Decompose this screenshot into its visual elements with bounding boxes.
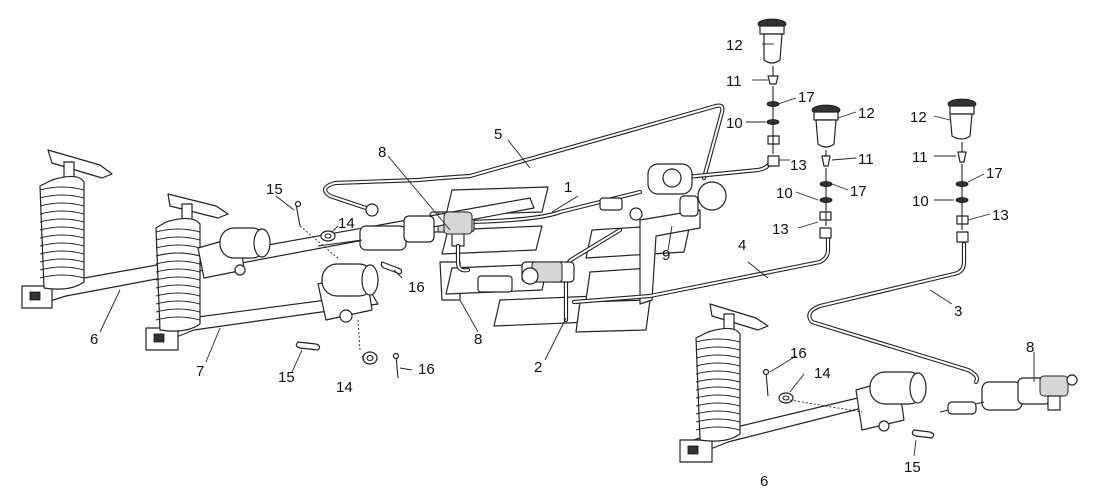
callout-10-a: 10 xyxy=(726,115,743,132)
callout-16-c: 16 xyxy=(790,345,807,362)
callout-9: 9 xyxy=(662,247,670,264)
callout-10-c: 10 xyxy=(912,193,929,210)
callout-7: 7 xyxy=(196,363,204,380)
reservoir-stack-c xyxy=(947,98,977,243)
callout-labels: 1 2 3 4 5 6 6 7 8 8 8 9 10 10 10 11 11 1… xyxy=(90,37,1034,490)
master-cylinder-8-left xyxy=(317,203,473,251)
callout-17-b: 17 xyxy=(850,183,867,200)
callout-6-left: 6 xyxy=(90,331,98,348)
fasteners-lower-left xyxy=(295,319,400,379)
callout-12-b: 12 xyxy=(858,105,875,122)
tee-fitting-center xyxy=(599,163,727,221)
callout-13-c: 13 xyxy=(992,207,1009,224)
callout-14-c: 14 xyxy=(814,365,831,382)
callout-1: 1 xyxy=(564,179,572,196)
reservoir-stack-a xyxy=(757,18,787,167)
callout-6-right: 6 xyxy=(760,473,768,490)
pedal-6-right xyxy=(679,303,927,463)
master-cylinder-center-lower xyxy=(477,261,575,293)
leader-lines xyxy=(99,43,1035,457)
callout-15-b: 15 xyxy=(278,369,295,386)
callout-8-left: 8 xyxy=(378,144,386,161)
callout-16-a: 16 xyxy=(408,279,425,296)
callout-12-c: 12 xyxy=(910,109,927,126)
callout-8-center: 8 xyxy=(474,331,482,348)
callout-17-a: 17 xyxy=(798,89,815,106)
callout-8-right: 8 xyxy=(1026,339,1034,356)
callout-15-c: 15 xyxy=(904,459,921,476)
pipe-3 xyxy=(807,241,980,385)
pipe-4 xyxy=(571,233,831,305)
callout-11-c: 11 xyxy=(912,149,928,166)
callout-12-a: 12 xyxy=(726,37,743,54)
callout-11-b: 11 xyxy=(858,151,874,168)
reservoir-stack-b xyxy=(811,104,841,239)
fasteners-upper-left xyxy=(294,200,403,275)
callout-4: 4 xyxy=(738,237,746,254)
callout-11-a: 11 xyxy=(726,73,742,90)
callout-3: 3 xyxy=(954,303,962,320)
fasteners-right xyxy=(762,368,935,439)
callout-14-a: 14 xyxy=(338,215,355,232)
callout-15-a: 15 xyxy=(266,181,283,198)
callout-5: 5 xyxy=(494,126,502,143)
pipe-1 xyxy=(467,189,643,225)
callout-17-c: 17 xyxy=(986,165,1003,182)
callout-14-b: 14 xyxy=(336,379,353,396)
callout-13-b: 13 xyxy=(772,221,789,238)
callout-10-b: 10 xyxy=(776,185,793,202)
callout-16-b: 16 xyxy=(418,361,435,378)
callout-13-a: 13 xyxy=(790,157,807,174)
master-cylinder-8-right xyxy=(939,374,1078,415)
callout-2: 2 xyxy=(534,359,542,376)
pedal-7 xyxy=(145,193,379,351)
